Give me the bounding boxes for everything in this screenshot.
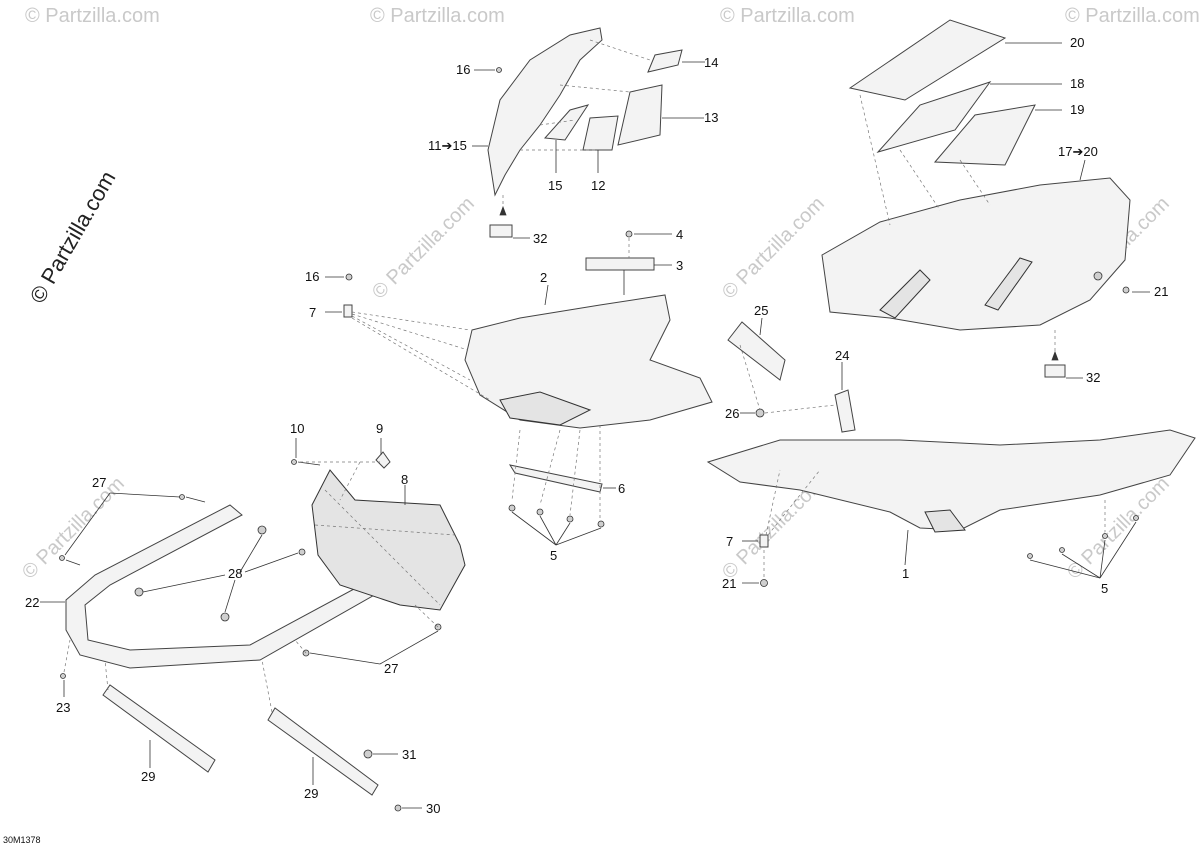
- part-17-side-panel: [821, 177, 1131, 331]
- callout-27: 27: [92, 475, 106, 490]
- callout-19: 19: [1070, 102, 1084, 117]
- part-14-pad: [647, 49, 683, 73]
- bumper-assembly: 10 9 8 27 28 22 27 23 29 29 31 30: [25, 421, 466, 816]
- callout-18: 18: [1070, 76, 1084, 91]
- side-panel-assembly: 20 18 19 17➔20 21 32: [821, 19, 1168, 385]
- callout-32: 32: [533, 231, 547, 246]
- callout-15: 15: [548, 178, 562, 193]
- callout-21: 21: [722, 576, 736, 591]
- part-32-clip-top: [489, 224, 513, 238]
- part-22-bumper: [65, 504, 393, 669]
- callout-1: 1: [902, 566, 909, 581]
- watermark-faint: © Partzilla.com: [1065, 5, 1200, 27]
- part-6-strip: [508, 464, 603, 493]
- callout-30: 30: [426, 801, 440, 816]
- part-18-pad: [876, 81, 992, 153]
- nose-pan-assembly: 4 3 2 16 7 6 5: [305, 227, 713, 563]
- callout-27: 27: [384, 661, 398, 676]
- upper-cowl-assembly: 16 14 13 11➔15 15 12 32: [428, 27, 718, 246]
- callout-10: 10: [290, 421, 304, 436]
- callout-20: 20: [1070, 35, 1084, 50]
- callout-23: 23: [56, 700, 70, 715]
- callout-2: 2: [540, 270, 547, 285]
- watermark-faint: © Partzilla.com: [368, 193, 479, 304]
- callout-7: 7: [309, 305, 316, 320]
- panel-vent-2: [984, 257, 1033, 311]
- callout-16: 16: [305, 269, 319, 284]
- callout-8: 8: [401, 472, 408, 487]
- callout-21: 21: [1154, 284, 1168, 299]
- part-7-clip-belly: [759, 534, 769, 548]
- part-15-pad: [543, 104, 590, 141]
- panel-vent-1: [879, 269, 931, 319]
- callout-22: 22: [25, 595, 39, 610]
- diagram-reference: 30M1378: [3, 835, 41, 845]
- part-13-pad: [617, 84, 663, 146]
- callout-26: 26: [725, 406, 739, 421]
- bracket-assembly: 25 24 26: [725, 303, 856, 433]
- part-12-pad: [582, 115, 619, 151]
- callout-16: 16: [456, 62, 470, 77]
- callout-3: 3: [676, 258, 683, 273]
- part-24-bracket: [834, 389, 856, 433]
- callout-24: 24: [835, 348, 849, 363]
- callout-5: 5: [1101, 581, 1108, 596]
- part-7-clip: [343, 304, 353, 318]
- watermark-faint: © Partzilla.com: [720, 5, 855, 27]
- part-32-clip-right: [1044, 364, 1066, 378]
- part-3-bracket: [585, 257, 655, 271]
- part-25-bracket: [727, 321, 786, 381]
- part-29-strip-right: [267, 707, 379, 796]
- callout-9: 9: [376, 421, 383, 436]
- callout-4: 4: [676, 227, 683, 242]
- callout-28: 28: [228, 566, 242, 581]
- part-1-belly-pan: [706, 429, 1196, 531]
- callout-7: 7: [726, 534, 733, 549]
- belly-pan-assembly: 1 7 21 5: [706, 429, 1196, 596]
- part-19-pad: [933, 104, 1036, 166]
- callout-11-15: 11➔15: [428, 138, 467, 153]
- callout-31: 31: [402, 747, 416, 762]
- callout-25: 25: [754, 303, 768, 318]
- part-11-cowl: [487, 27, 603, 197]
- watermark-main: © Partzilla.com: [25, 167, 121, 308]
- callout-6: 6: [618, 481, 625, 496]
- callout-13: 13: [704, 110, 718, 125]
- callout-29: 29: [141, 769, 155, 784]
- callout-17-20: 17➔20: [1058, 144, 1098, 159]
- part-29-strip-left: [102, 684, 216, 773]
- part-9-clip: [375, 451, 391, 469]
- callout-14: 14: [704, 55, 718, 70]
- callout-12: 12: [591, 178, 605, 193]
- part-20-pad: [848, 19, 1007, 101]
- watermark-faint: © Partzilla.com: [370, 5, 505, 27]
- callout-29: 29: [304, 786, 318, 801]
- watermark-faint: © Partzilla.com: [25, 5, 160, 27]
- nose-pan-grille: [499, 391, 592, 426]
- part-8-grille: [311, 469, 466, 611]
- callout-32: 32: [1086, 370, 1100, 385]
- belly-pan-duct: [924, 509, 966, 533]
- part-2-nose-pan: [464, 294, 713, 429]
- watermark-faint: © Partzilla.com: [718, 193, 829, 304]
- callout-5: 5: [550, 548, 557, 563]
